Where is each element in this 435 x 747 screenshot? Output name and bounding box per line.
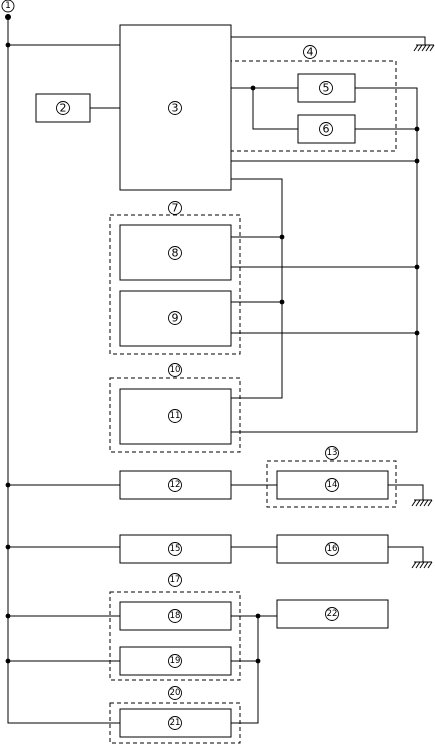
group-13-outline xyxy=(266,460,397,508)
wire-3-ground xyxy=(231,36,426,45)
junction-dot xyxy=(414,330,420,336)
junction-dot xyxy=(414,158,420,164)
label-15: 15 xyxy=(168,542,182,556)
label-20-text: 20 xyxy=(170,688,181,698)
label-5: 5 xyxy=(319,81,333,95)
label-10-text: 10 xyxy=(170,365,181,375)
label-6: 6 xyxy=(319,122,333,136)
wire-right-vertical xyxy=(231,616,259,724)
label-4-text: 4 xyxy=(307,46,314,59)
label-11: 11 xyxy=(168,409,182,423)
label-2-text: 2 xyxy=(60,102,67,115)
junction-dot xyxy=(279,234,285,240)
wires xyxy=(7,14,426,724)
label-7-text: 7 xyxy=(172,202,179,215)
label-14: 14 xyxy=(325,478,339,492)
label-12-text: 12 xyxy=(170,480,181,490)
label-21-text: 21 xyxy=(170,718,181,728)
ground-top xyxy=(413,44,435,52)
group-17-outline xyxy=(109,591,241,681)
label-18-text: 18 xyxy=(170,611,181,621)
ground-16 xyxy=(411,561,433,569)
label-19-text: 19 xyxy=(170,656,181,666)
label-1: 1 xyxy=(1,0,15,13)
junction-dot xyxy=(5,544,11,550)
bus-terminal xyxy=(5,14,11,20)
label-13: 13 xyxy=(325,446,339,460)
label-17-text: 17 xyxy=(170,575,181,585)
label-8-text: 8 xyxy=(172,247,179,260)
wire-16-ground xyxy=(388,546,424,562)
junction-dot xyxy=(5,658,11,664)
label-7: 7 xyxy=(168,201,182,215)
label-5-text: 5 xyxy=(323,82,330,95)
group-7-outline xyxy=(109,214,241,355)
junction-dot xyxy=(5,42,11,48)
block-18 xyxy=(119,601,232,631)
label-17: 17 xyxy=(168,573,182,587)
label-9-text: 9 xyxy=(172,312,179,325)
label-16-text: 16 xyxy=(327,544,338,554)
label-12: 12 xyxy=(168,478,182,492)
label-21: 21 xyxy=(168,716,182,730)
junction-dot xyxy=(414,126,420,132)
junction-dot xyxy=(255,613,261,619)
junction-dot xyxy=(250,85,256,91)
wire-5-right xyxy=(231,87,418,433)
label-19: 19 xyxy=(168,654,182,668)
label-13-text: 13 xyxy=(327,448,338,458)
block-22 xyxy=(276,599,389,629)
label-3: 3 xyxy=(168,101,182,115)
label-6-text: 6 xyxy=(323,123,330,136)
label-18: 18 xyxy=(168,609,182,623)
main-bus xyxy=(7,14,120,724)
label-16: 16 xyxy=(325,542,339,556)
group-20-outline xyxy=(109,702,241,744)
label-9: 9 xyxy=(168,311,182,325)
label-2: 2 xyxy=(56,101,70,115)
label-8: 8 xyxy=(168,246,182,260)
label-3-text: 3 xyxy=(172,102,179,115)
label-22: 22 xyxy=(325,607,339,621)
label-14-text: 14 xyxy=(327,480,338,490)
group-10-outline xyxy=(109,377,241,453)
label-4: 4 xyxy=(303,45,317,59)
wire-14-ground xyxy=(388,484,424,500)
label-1-text: 1 xyxy=(5,1,11,11)
label-15-text: 15 xyxy=(170,544,181,554)
junction-dot xyxy=(414,264,420,270)
junction-dot xyxy=(279,299,285,305)
label-20: 20 xyxy=(168,686,182,700)
ground-14 xyxy=(411,499,433,507)
junction-dot xyxy=(5,482,11,488)
junction-dot xyxy=(5,613,11,619)
junction-dot xyxy=(255,658,261,664)
label-22-text: 22 xyxy=(327,609,338,619)
junction-dots xyxy=(5,14,420,664)
wire-junction-6 xyxy=(252,88,298,130)
label-10: 10 xyxy=(168,363,182,377)
label-11-text: 11 xyxy=(170,411,181,421)
wire-3-loop xyxy=(231,178,283,399)
